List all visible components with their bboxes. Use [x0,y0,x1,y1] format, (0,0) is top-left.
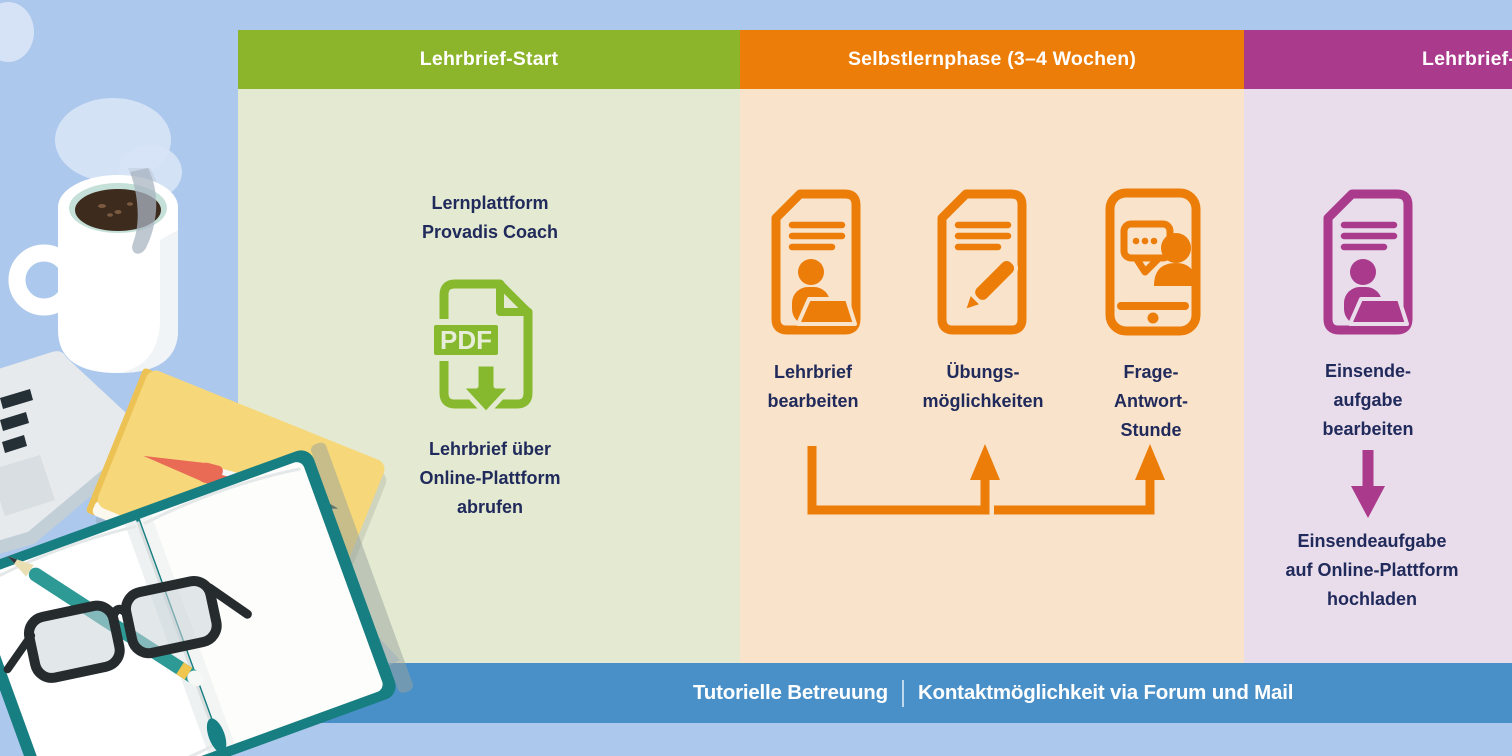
label-lehrbrief-bearbeiten: Lehrbrief bearbeiten [767,362,859,411]
down-arrow [1351,450,1385,518]
header-lehrbrief-ende: Lehrbrief- [1244,30,1512,89]
document-reader-laptop-icon [771,189,861,335]
footer-text: Tutorielle Betreuung Kontaktmöglichkeit … [693,663,1293,723]
laptop [0,351,146,554]
coffee-mug [8,168,178,373]
pdf-download-icon: PDF [428,279,533,417]
steam [0,2,182,257]
document-pencil-icon [937,189,1027,335]
panel-selbstlernphase [740,89,1244,663]
pdf-badge-label: PDF [440,325,492,355]
panel-lehrbrief-ende [1244,89,1512,663]
footer-bar: Tutorielle Betreuung Kontaktmöglichkeit … [238,663,1512,723]
document-reader-laptop-icon [1323,189,1413,335]
glasses [3,575,252,683]
label-uebungsmoeglichkeiten: Übungs- möglichkeiten [922,362,1044,411]
pencil [7,556,204,687]
footer-text-left: Tutorielle Betreuung [693,681,888,704]
label-einsendeaufgabe-bearbeiten: Einsende- aufgabe bearbeiten [1322,361,1414,439]
flow-arrows [807,444,1165,515]
lernplattform-text: Lernplattform Provadis Coach [421,193,559,242]
header-lehrbrief-start: Lehrbrief-Start [238,30,740,89]
header-selbstlernphase: Selbstlernphase (3–4 Wochen) [740,30,1244,89]
label-einsendeaufgabe-hochladen: Einsendeaufgabe auf Online-Plattform hoc… [1285,531,1459,609]
lehrbrief-abrufen-text: Lehrbrief über Online-Plattform abrufen [419,439,561,517]
footer-text-right: Kontaktmöglichkeit via Forum und Mail [917,681,1294,704]
tablet-chat-person-icon [1105,188,1201,336]
header-lehrbrief-start-label: Lehrbrief-Start [419,48,559,70]
header-selbstlernphase-label: Selbstlernphase (3–4 Wochen) [847,48,1137,70]
label-frage-antwort-stunde: Frage- Antwort- Stunde [1114,362,1188,440]
header-lehrbrief-ende-label: Lehrbrief- [1422,48,1512,70]
footer-separator [901,679,904,707]
